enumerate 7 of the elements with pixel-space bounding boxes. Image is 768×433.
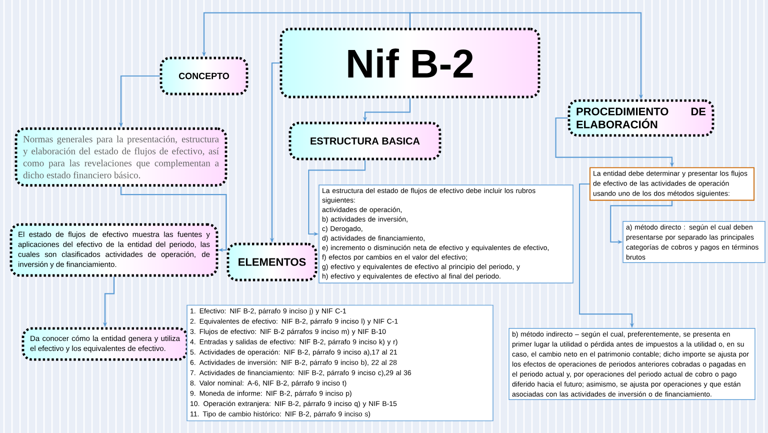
connector-arrow (120, 186, 227, 252)
heading-box: ELEMENTOS (226, 242, 318, 282)
heading-box: PROCEDIMIENTO DE ELABORACIÓN (568, 99, 714, 137)
heading-box: ESTRUCTURA BASICA (288, 122, 442, 160)
text-box: Normas generales para la presentación, estructura y elaboración del estado de flujos de efectivo, así como para las revelaciones que complementan a dicho estado financiero básico. (14, 127, 228, 187)
concept-box: CONCEPTO (160, 56, 248, 96)
title-box: Nif B-2 (280, 28, 540, 98)
